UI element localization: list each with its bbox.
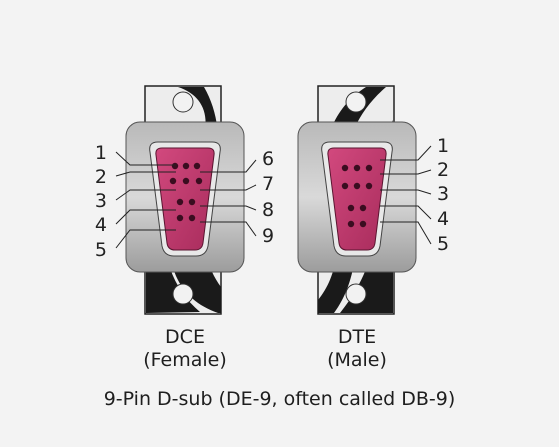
dte-pin-2 bbox=[353, 164, 361, 172]
dte-pin-10 bbox=[359, 220, 367, 228]
dte-top-screw-hole bbox=[345, 91, 367, 113]
dte-pin-4 bbox=[341, 182, 349, 190]
dce-bottom-screw-hole bbox=[172, 283, 194, 305]
dce-inner-leaders bbox=[200, 159, 257, 237]
dce-socket-8 bbox=[188, 198, 196, 206]
dte-label-block: DTE (Male) bbox=[292, 326, 422, 372]
dce-socket-4 bbox=[169, 177, 177, 185]
dce-socket-6 bbox=[195, 177, 203, 185]
dte-pin-label-1: 1 bbox=[437, 135, 449, 157]
dce-socket-2 bbox=[182, 162, 190, 170]
dce-name: DCE bbox=[165, 326, 205, 348]
dce-pin-label-2: 2 bbox=[95, 166, 107, 188]
dce-socket-5 bbox=[182, 177, 190, 185]
dte-pin-1 bbox=[341, 164, 349, 172]
dte-name: DTE bbox=[337, 326, 377, 348]
dce-pin-label-3: 3 bbox=[95, 190, 107, 212]
diagram-caption: 9-Pin D-sub (DE-9, often called DB-9) bbox=[103, 388, 456, 410]
dce-socket-3 bbox=[193, 162, 201, 170]
dce-pin-label-1: 1 bbox=[95, 142, 107, 164]
dce-pin-label-9: 9 bbox=[262, 225, 274, 247]
dte-connector: 1 2 3 4 5 bbox=[297, 85, 449, 315]
dce-pin-label-5: 5 bbox=[95, 239, 107, 261]
dte-pin-6 bbox=[365, 182, 373, 190]
dte-pin-3 bbox=[365, 164, 373, 172]
dce-top-screw-hole bbox=[172, 91, 194, 113]
dte-pin-5 bbox=[353, 182, 361, 190]
dte-pink-insert bbox=[327, 147, 387, 251]
dte-pin-9 bbox=[347, 220, 355, 228]
dte-pin-8 bbox=[359, 204, 367, 212]
dte-pin-label-3: 3 bbox=[437, 183, 449, 205]
dce-socket-7 bbox=[176, 198, 184, 206]
dce-gender: (Female) bbox=[143, 349, 227, 371]
dce-pink-insert bbox=[155, 147, 215, 251]
dce-socket-9 bbox=[176, 214, 184, 222]
dce-pin-label-8: 8 bbox=[262, 199, 274, 221]
dce-socket-1 bbox=[171, 162, 179, 170]
dte-pin-label-2: 2 bbox=[437, 159, 449, 181]
dce-connector: 1 2 3 4 5 6 7 8 9 bbox=[95, 85, 274, 315]
dte-pin-7 bbox=[347, 204, 355, 212]
dte-pin-label-5: 5 bbox=[437, 233, 449, 255]
dce-pin-label-4: 4 bbox=[95, 214, 107, 236]
dte-outer-leaders bbox=[380, 145, 432, 245]
dte-pin-label-4: 4 bbox=[437, 208, 449, 230]
dce-pin-label-6: 6 bbox=[262, 148, 274, 170]
dte-gender: (Male) bbox=[327, 349, 387, 371]
dte-bottom-screw-hole bbox=[345, 283, 367, 305]
dce-label-block: DCE (Female) bbox=[120, 326, 250, 372]
dce-pin-label-7: 7 bbox=[262, 173, 274, 195]
dce-socket-10 bbox=[188, 214, 196, 222]
dce-outer-leaders bbox=[115, 151, 176, 249]
